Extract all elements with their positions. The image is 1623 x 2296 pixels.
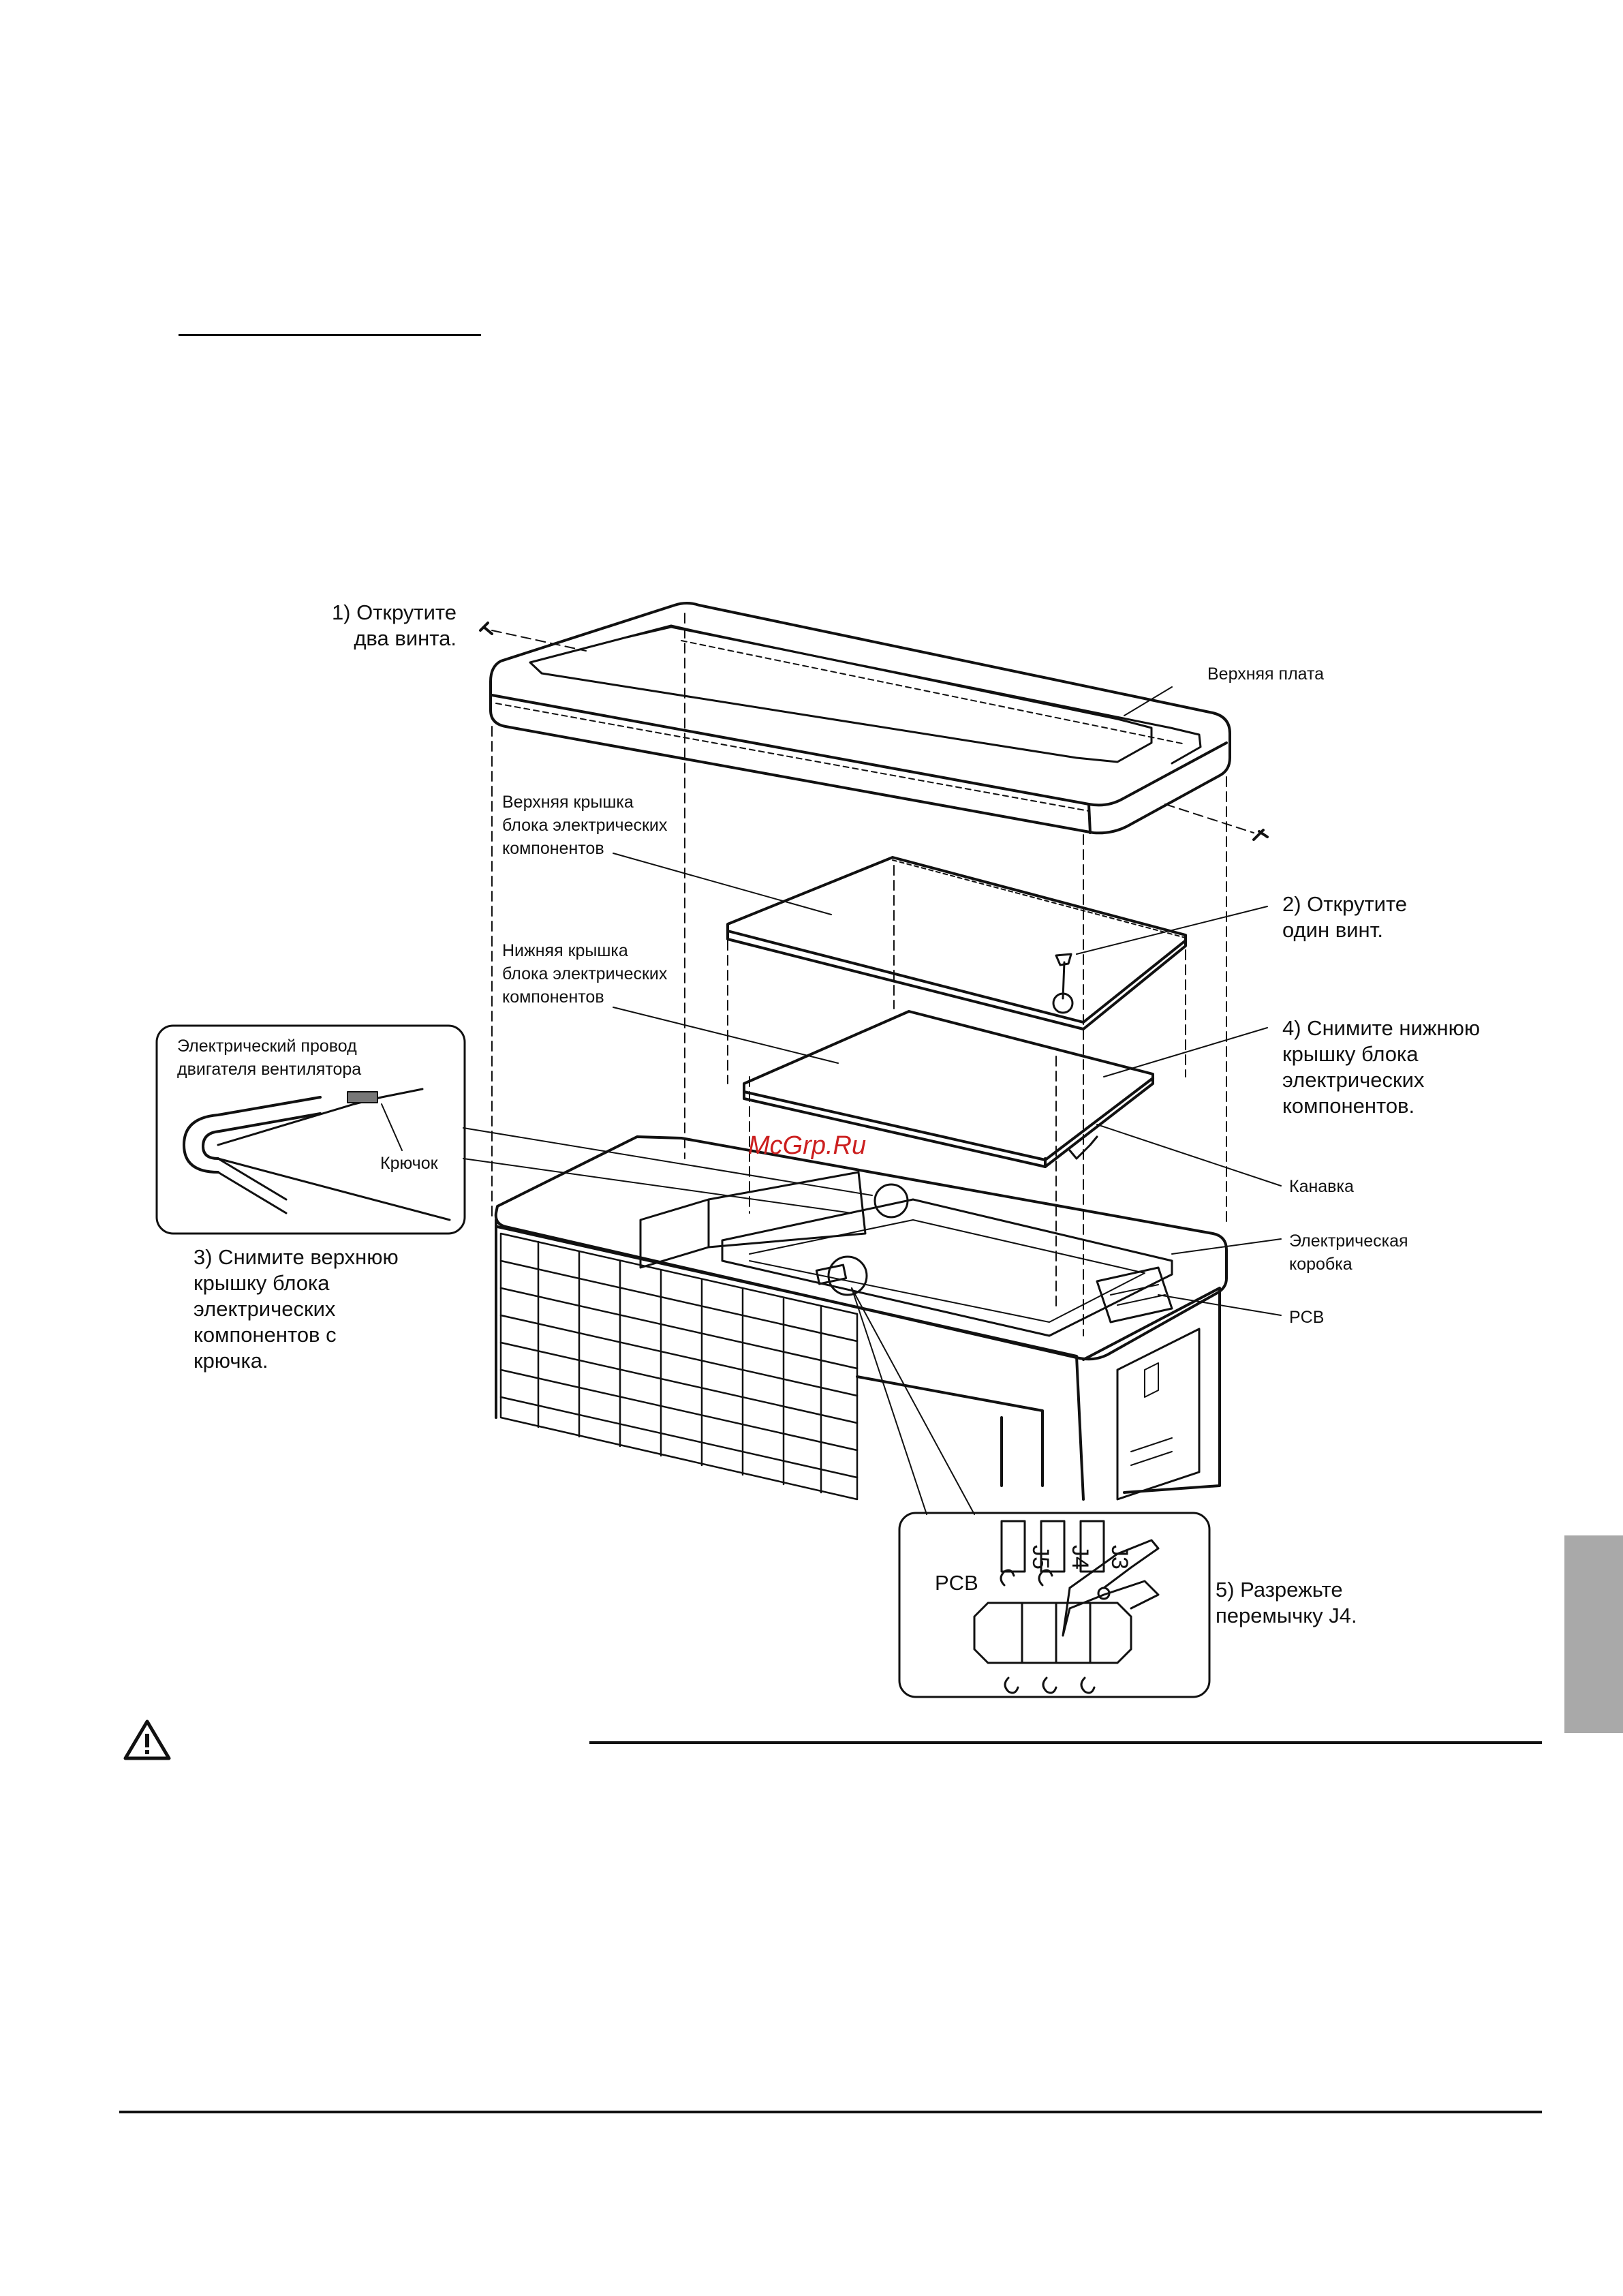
warning-rule xyxy=(589,1741,1542,1744)
footer-rule xyxy=(119,2111,1542,2113)
label-pcb-detail: PCB xyxy=(935,1571,978,1595)
label-step3: 3) Снимите верхнюю крышку блока электрич… xyxy=(194,1245,399,1373)
fan-wire-detail-drawing xyxy=(155,1024,466,1235)
unit-body-drawing xyxy=(494,1135,1228,1501)
upper-cover-drawing xyxy=(726,856,1187,1030)
label-pcb: PCB xyxy=(1289,1308,1325,1327)
label-upper-cover: Верхняя крышка блока электрических компо… xyxy=(502,793,668,858)
label-step5: 5) Разрежьте перемычку J4. xyxy=(1216,1578,1357,1627)
label-step4: 4) Снимите нижнюю крышку блока электриче… xyxy=(1282,1016,1481,1118)
lower-cover-drawing xyxy=(743,1010,1154,1168)
section-side-tab xyxy=(1564,1535,1623,1733)
pcb-jumper-detail-drawing xyxy=(898,1512,1211,1698)
label-jumper-j4: J4 xyxy=(1067,1545,1093,1570)
label-jumper-j3: J3 xyxy=(1107,1545,1132,1570)
warning-triangle-icon xyxy=(123,1719,171,1760)
label-step2: 2) Открутите один винт. xyxy=(1282,892,1408,942)
label-top-plate: Верхняя плата xyxy=(1207,664,1325,684)
label-step1: 1) Открутите два винта. xyxy=(331,600,457,650)
label-jumper-j5: J5 xyxy=(1027,1545,1053,1570)
label-hook: Крючок xyxy=(380,1154,438,1173)
heading-underline xyxy=(179,334,481,336)
top-plate-drawing xyxy=(479,602,1269,841)
watermark: McGrp.Ru xyxy=(748,1131,867,1160)
label-groove: Канавка xyxy=(1289,1177,1354,1196)
alignment-lines xyxy=(491,613,1254,1336)
label-electric-box: Электрическая коробка xyxy=(1289,1231,1408,1274)
label-lower-cover: Нижняя крышка блока электрических компон… xyxy=(502,941,668,1007)
label-fan-wire: Электрический провод двигателя вентилято… xyxy=(177,1037,362,1079)
